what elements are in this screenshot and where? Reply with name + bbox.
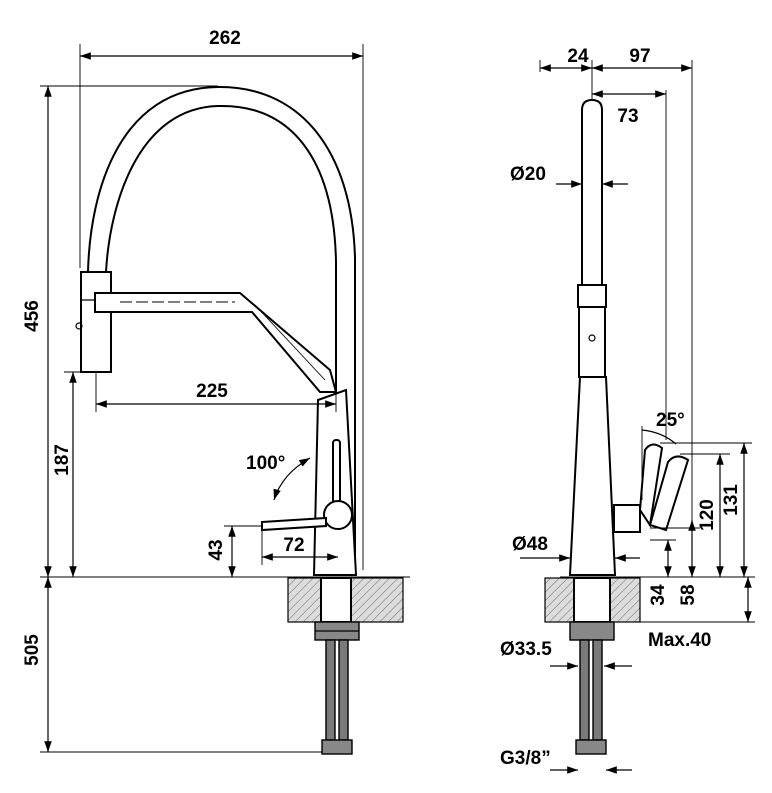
dim-body-diameter: Ø48 [512,534,548,555]
dim-max-deck: Max.40 [648,630,711,651]
dim-73: 73 [617,106,638,127]
side-mixer-body [568,376,617,576]
side-spout-pipe [581,98,603,286]
lever-open-position [261,516,327,532]
dim-97: 97 [629,46,650,67]
side-lever-open [648,455,690,532]
hose-fitting [321,739,353,755]
mount-shank [320,577,352,623]
dim-total-width: 262 [209,28,241,49]
side-view: 24 97 73 Ø20 25° Ø48 120 131 34 58 [500,46,755,774]
side-braided-hose-left [579,639,590,741]
dim-34: 34 [648,584,669,606]
side-spray-collar [577,284,607,308]
side-lever-handle [638,443,664,528]
dim-120: 120 [697,499,718,531]
dim-side-lever-angle: 25° [656,410,685,431]
dim-spout-reach: 225 [196,381,228,402]
spray-head [80,271,112,373]
gooseneck-spout [87,85,356,575]
lever-handle [332,439,341,509]
dim-height-187: 187 [52,444,73,476]
lever-knob [323,500,353,530]
dim-height-456: 456 [22,300,43,332]
dim-131: 131 [721,484,742,516]
dim-58: 58 [678,584,699,605]
dim-lever-angle: 100° [246,453,285,474]
dim-lever-length: 72 [283,535,304,556]
dim-24: 24 [567,46,589,67]
side-spray-head [578,306,606,378]
front-view: 262 456 187 225 100° 43 72 505 [22,28,410,755]
dim-thread: G3/8” [500,748,551,769]
dim-shank-diameter: Ø33.5 [500,639,552,660]
dim-lever-height: 43 [206,539,227,560]
braided-hose-left [325,639,336,741]
dim-below-deck: 505 [22,634,43,666]
braided-hose-right [338,639,349,741]
spray-holder-arm [94,292,338,393]
dim-spray-diameter: Ø20 [510,164,546,185]
side-braided-hose-right [592,639,603,741]
gooseneck-spout-inner [105,104,337,400]
side-lever [613,504,641,533]
